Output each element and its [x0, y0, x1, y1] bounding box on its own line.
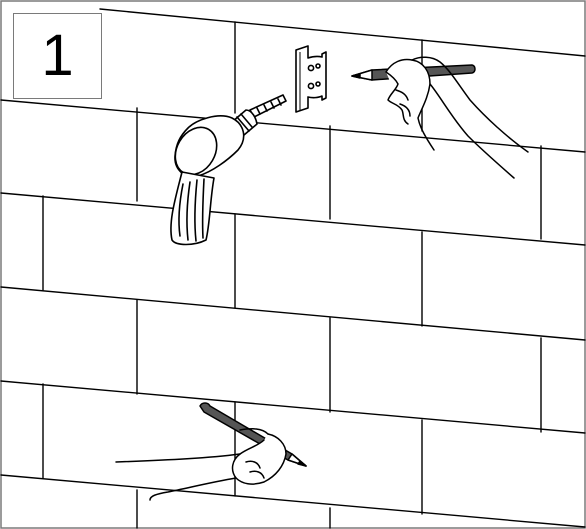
mortar-line-horizontal [99, 8, 586, 57]
mortar-line-horizontal [0, 99, 586, 153]
step-number-badge: 1 [13, 13, 102, 99]
mortar-line-horizontal [0, 192, 586, 246]
drill-grip-ribs [178, 178, 205, 242]
mortar-line-horizontal [0, 380, 586, 434]
wall-bracket-icon [295, 45, 327, 113]
drill-icon [170, 94, 287, 246]
hand-fingers [395, 56, 529, 179]
bracket-hole [307, 82, 315, 90]
brick-wall [0, 8, 586, 529]
mortar-line-horizontal [0, 474, 586, 528]
hand [231, 433, 287, 485]
step-number: 1 [41, 23, 74, 88]
bracket-hole [315, 63, 321, 69]
hand-with-pencil-icon [351, 56, 529, 179]
hand-with-pencil-icon [115, 402, 307, 501]
bracket-hole [315, 81, 321, 87]
mortar-line-horizontal [0, 286, 586, 341]
bracket-hole [307, 64, 315, 72]
hand-fingers [115, 428, 269, 501]
